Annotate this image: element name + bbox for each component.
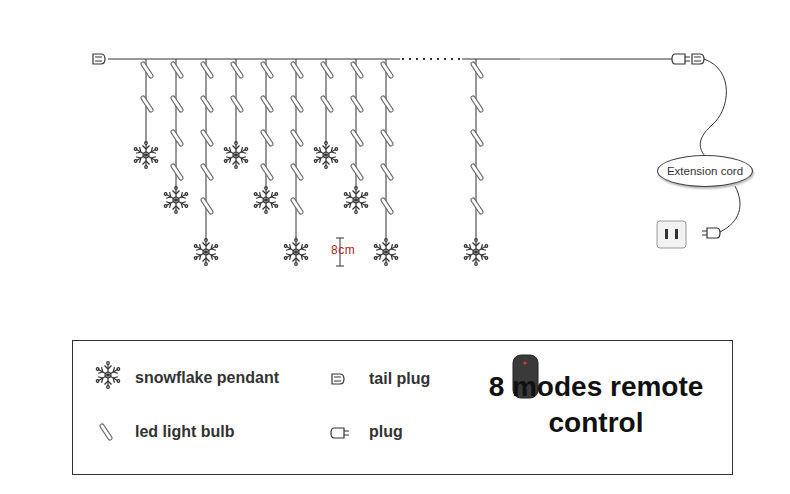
snowflake-pendant bbox=[163, 187, 190, 214]
led-bulb bbox=[293, 98, 301, 110]
extension-cord bbox=[720, 186, 740, 232]
led-bulb bbox=[233, 98, 241, 110]
legend-text: tail plug bbox=[369, 370, 430, 388]
snowflake-pendant bbox=[343, 187, 370, 214]
snowflake-pendant bbox=[193, 239, 220, 266]
led-bulb bbox=[293, 64, 301, 76]
led-bulb bbox=[293, 200, 301, 212]
led-bulb bbox=[233, 64, 241, 76]
main-wire bbox=[462, 59, 672, 60]
led-bulb bbox=[383, 166, 391, 178]
tail-plug bbox=[692, 54, 704, 64]
led-bulb bbox=[473, 132, 481, 144]
snowflake-pendant bbox=[223, 142, 250, 169]
legend-plug bbox=[331, 428, 349, 438]
led-bulb bbox=[143, 64, 151, 76]
led-bulb bbox=[353, 166, 361, 178]
led-bulb bbox=[263, 98, 271, 110]
led-bulb bbox=[383, 98, 391, 110]
legend-tail-plug bbox=[332, 374, 344, 384]
strand-wire bbox=[476, 59, 477, 240]
dimension-bracket bbox=[336, 266, 344, 267]
led-bulb bbox=[203, 98, 211, 110]
led-bulb bbox=[173, 98, 181, 110]
led-bulb bbox=[143, 98, 151, 110]
remote-led bbox=[523, 361, 526, 364]
led-bulb bbox=[173, 64, 181, 76]
led-bulb bbox=[353, 64, 361, 76]
dimension-bracket bbox=[336, 238, 344, 239]
legend-snowflake bbox=[95, 362, 122, 389]
led-bulb bbox=[173, 166, 181, 178]
led-bulb bbox=[383, 64, 391, 76]
led-bulb bbox=[293, 166, 301, 178]
legend-text: snowflake pendant bbox=[135, 369, 279, 387]
wire-clip bbox=[520, 58, 560, 60]
cord-label: Extension cord bbox=[667, 165, 743, 177]
led-bulb bbox=[473, 200, 481, 212]
led-bulb bbox=[173, 132, 181, 144]
led-bulb bbox=[353, 98, 361, 110]
strand-wire bbox=[386, 59, 387, 240]
snowflake-pendant bbox=[463, 239, 490, 266]
dotted-wire bbox=[402, 58, 460, 60]
socket-slot bbox=[665, 229, 668, 239]
snowflake-pendant bbox=[373, 239, 400, 266]
remote-caption: 8 modes remote control bbox=[476, 369, 716, 441]
socket-slot bbox=[675, 229, 678, 239]
led-bulb bbox=[323, 98, 331, 110]
extension-cord bbox=[700, 59, 726, 156]
legend-text: plug bbox=[369, 423, 403, 441]
wall-socket bbox=[657, 221, 686, 248]
led-bulb bbox=[203, 132, 211, 144]
strand-wire bbox=[206, 59, 207, 240]
led-bulb bbox=[203, 166, 211, 178]
snowflake-pendant bbox=[313, 142, 340, 169]
legend-text: led light bulb bbox=[135, 423, 235, 441]
snowflake-pendant bbox=[253, 187, 280, 214]
legend-bulb bbox=[102, 426, 110, 438]
snowflake-pendant bbox=[133, 142, 160, 169]
led-bulb bbox=[473, 64, 481, 76]
cord-tag: Extension cord bbox=[657, 155, 753, 187]
legend-frame bbox=[73, 341, 733, 475]
led-bulb bbox=[293, 132, 301, 144]
dimension-label: 8cm bbox=[331, 243, 355, 257]
led-bulb bbox=[263, 64, 271, 76]
tail-plug bbox=[93, 54, 105, 64]
led-bulb bbox=[473, 98, 481, 110]
plug bbox=[672, 54, 690, 64]
socket-plug bbox=[702, 228, 720, 238]
led-bulb bbox=[203, 200, 211, 212]
led-bulb bbox=[263, 132, 271, 144]
led-bulb bbox=[383, 200, 391, 212]
led-bulb bbox=[473, 166, 481, 178]
led-bulb bbox=[263, 166, 271, 178]
snowflake-pendant bbox=[283, 239, 310, 266]
strand-wire bbox=[296, 59, 297, 240]
led-bulb bbox=[203, 64, 211, 76]
led-bulb bbox=[383, 132, 391, 144]
led-bulb bbox=[353, 132, 361, 144]
led-bulb bbox=[323, 64, 331, 76]
light-strands bbox=[133, 59, 490, 265]
